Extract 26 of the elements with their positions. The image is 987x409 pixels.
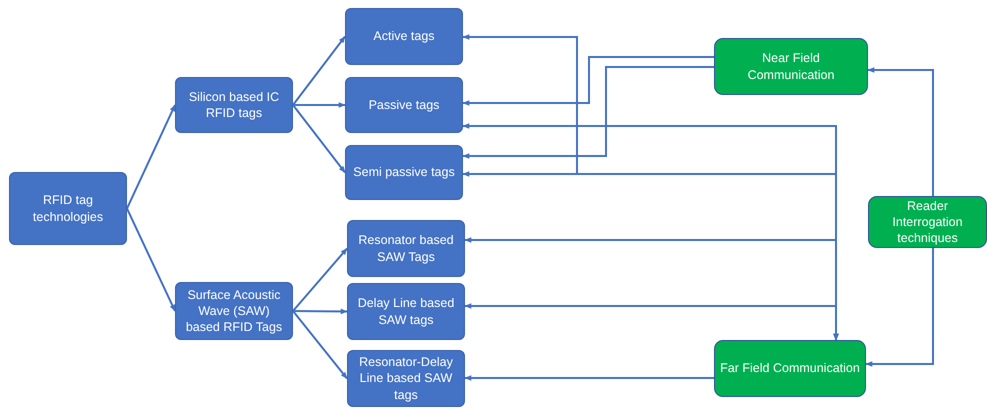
process-box: Semi passive tags [345, 145, 463, 200]
process-box: Passive tags [345, 77, 463, 133]
process-box: Resonator based SAW Tags [347, 220, 465, 277]
arrow [292, 36, 346, 106]
arrow [462, 56, 714, 106]
arrow [293, 102, 346, 108]
arrow [292, 104, 346, 174]
arrow [126, 104, 176, 209]
process-box: Delay Line based SAW tags [347, 283, 465, 340]
process-box: Silicon based IC RFID tags [175, 77, 293, 133]
process-box: Near Field Communication [714, 38, 868, 95]
arrow [292, 248, 348, 312]
process-box: Far Field Communication [714, 340, 866, 397]
arrow [865, 248, 934, 367]
arrow [126, 208, 176, 312]
arrow [464, 303, 839, 341]
arrow [462, 66, 714, 159]
arrow [867, 67, 934, 196]
process-box: Reader Interrogation techniques [868, 196, 987, 248]
process-box: Active tags [345, 8, 463, 65]
arrow [292, 308, 348, 314]
process-box: RFID tag technologies [9, 172, 127, 245]
arrow [464, 375, 714, 381]
process-box: Surface Acoustic Wave (SAW) based RFID Tags [175, 282, 293, 340]
arrow [292, 310, 348, 380]
process-box: Resonator-Delay Line based SAW tags [347, 350, 465, 407]
